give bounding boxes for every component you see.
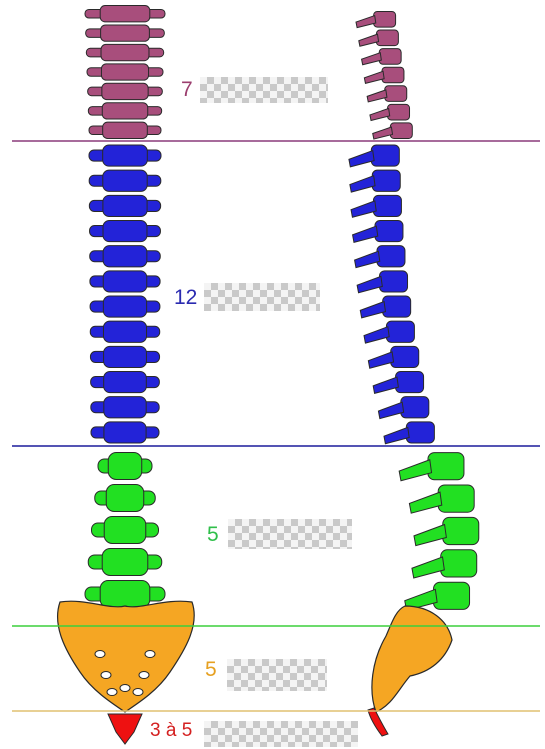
thoracic-name-mask	[204, 283, 320, 311]
thoracic-spinous-process	[367, 351, 395, 369]
thoracic-vertebra-body-lateral	[405, 421, 435, 444]
cervical-vertebra-body-lateral	[378, 48, 402, 65]
lumbar-vertebra-body-lateral	[442, 516, 480, 546]
cervical-vertebra-body	[99, 5, 151, 23]
sacrum-side	[371, 605, 453, 713]
cervical-vertebra-body	[101, 82, 149, 101]
lumbar-vertebra-body	[105, 484, 145, 512]
cervical-spinous-process	[366, 89, 388, 103]
lumbar-spinous-process	[413, 523, 447, 547]
cervical-spinous-process	[360, 52, 382, 66]
coccyx-side	[367, 707, 389, 737]
sacral-name-mask	[227, 659, 327, 691]
thoracic-spinous-process	[383, 426, 410, 445]
thoracic-vertebra-body	[102, 320, 148, 343]
sacral-foramen	[106, 688, 118, 696]
lumbar-vertebra-body	[101, 548, 149, 576]
thoracic-vertebra-body	[103, 421, 147, 444]
cervical-vertebra-body	[100, 43, 150, 62]
thoracic-spinous-process	[351, 225, 379, 244]
thoracic-vertebra-body	[102, 220, 148, 243]
lumbar-spinous-process	[408, 491, 443, 514]
cervical-vertebra-body-lateral	[373, 10, 397, 28]
thoracic-vertebra-body	[102, 295, 148, 318]
lumbar-vertebra-body-lateral	[437, 484, 475, 513]
thoracic-vertebra-body	[102, 169, 148, 192]
thoracic-vertebra-body-lateral	[379, 270, 409, 293]
lumbar-vertebra-body-lateral	[433, 581, 471, 610]
thoracic-spinous-process	[363, 326, 390, 344]
thoracic-vertebra-body-lateral	[376, 245, 406, 268]
spine-front-view	[56, 5, 195, 745]
cervical-spinous-process	[372, 126, 394, 140]
thoracic-vertebra-body	[102, 194, 148, 217]
thoracic-vertebra-body	[103, 371, 147, 394]
sacral-foramen	[132, 688, 144, 696]
cervical-vertebra-body	[101, 102, 149, 120]
cervical-vertebra-body	[100, 63, 150, 81]
sacral-foramen	[144, 650, 156, 658]
thoracic-spinous-process	[348, 149, 375, 168]
sacral-foramen	[119, 684, 131, 692]
region-dividers	[12, 140, 540, 712]
thoracic-spinous-process	[356, 275, 383, 294]
thoracic-vertebra-body-lateral	[374, 220, 404, 243]
thoracic-vertebra-body	[102, 245, 148, 268]
lumbar-vertebra-body	[99, 580, 151, 608]
thoracic-spinous-process	[350, 200, 377, 218]
cervical-vertebra-body-lateral	[389, 122, 413, 140]
lumbar-vertebra-body-lateral	[440, 549, 478, 578]
cervical-count-label: 7	[181, 78, 193, 101]
sacrum-front	[56, 600, 195, 713]
thoracic-vertebra-body	[103, 345, 147, 368]
thoracic-spinous-process	[359, 300, 387, 319]
lumbar-name-mask	[228, 519, 352, 549]
thoracic-vertebra-body-lateral	[371, 169, 401, 192]
cervical-spinous-process	[358, 33, 380, 47]
thoracic-spinous-process	[377, 401, 405, 420]
thoracic-spinous-process	[354, 250, 381, 269]
cervical-name-mask	[200, 77, 328, 103]
lumbar-vertebra-body-lateral	[427, 452, 465, 481]
thoracic-vertebra-body-lateral	[382, 295, 412, 318]
cervical-vertebra-body-lateral	[387, 103, 411, 121]
thoracic-vertebra-body-lateral	[385, 320, 415, 343]
thoracic-spinous-process	[372, 376, 399, 395]
sacral-count-label: 5	[205, 658, 217, 681]
coccyx-front	[107, 713, 143, 745]
lumbar-count-label: 5	[207, 523, 219, 546]
sacral-foramen	[100, 671, 112, 679]
thoracic-vertebra-body-lateral	[390, 345, 420, 368]
cervical-vertebra-body-lateral	[381, 66, 405, 84]
sacral-foramen	[138, 671, 150, 679]
thoracic-vertebra-body	[103, 396, 147, 419]
cervical-vertebra-body-lateral	[384, 85, 408, 102]
thoracic-count-label: 12	[174, 286, 198, 309]
spine-side-view	[348, 10, 480, 737]
coccygeal-count-label: 3 à 5	[150, 720, 193, 741]
sacral-foramen	[94, 650, 106, 658]
thoracic-vertebra-body-lateral	[372, 194, 402, 217]
thoracic-vertebra-body-lateral	[400, 396, 430, 419]
lumbar-vertebra-body	[107, 452, 143, 480]
lumbar-spinous-process	[411, 556, 445, 579]
thoracic-vertebra-body	[102, 144, 148, 167]
coccygeal-name-mask	[204, 721, 358, 747]
thoracic-vertebra-body-lateral	[395, 371, 425, 394]
lumbar-vertebra-body	[103, 516, 147, 544]
lumbar-spinous-process	[398, 459, 433, 482]
thoracic-vertebra-body	[102, 270, 148, 293]
cervical-vertebra-body	[100, 24, 150, 42]
cervical-spinous-process	[369, 107, 391, 122]
cervical-vertebra-body	[102, 121, 148, 139]
cervical-vertebra-body-lateral	[375, 29, 399, 47]
cervical-spinous-process	[363, 70, 385, 84]
cervical-spinous-process	[355, 14, 377, 29]
thoracic-vertebra-body-lateral	[370, 144, 400, 167]
thoracic-spinous-process	[349, 175, 376, 193]
